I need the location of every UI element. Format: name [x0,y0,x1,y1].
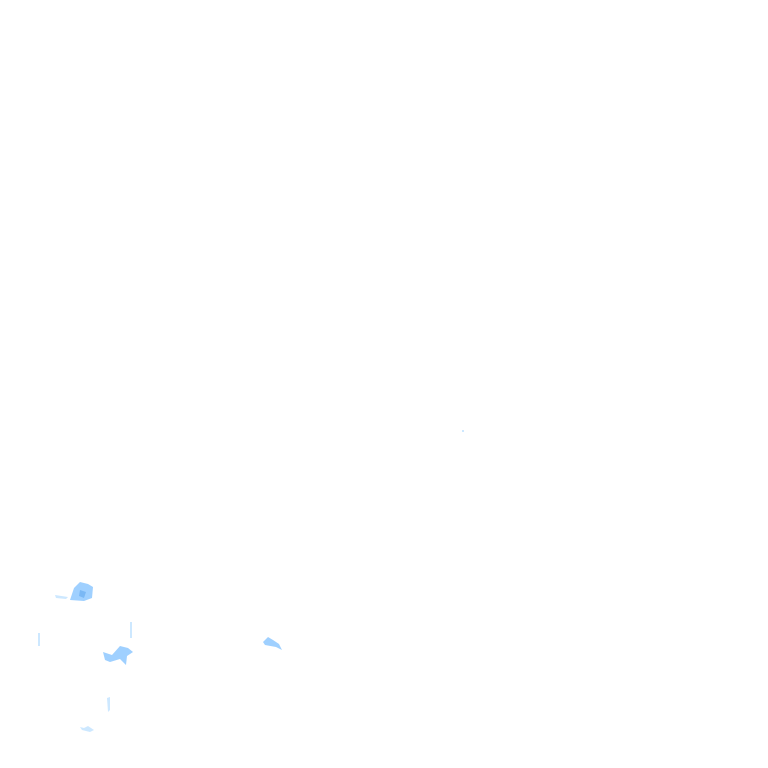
precipitation-cell [130,622,132,638]
precipitation-cell [55,595,68,599]
precipitation-cell [263,637,282,650]
precipitation-cell [462,430,464,432]
precipitation-cell [38,633,40,646]
precipitation-cell [103,646,133,665]
precipitation-cell [80,726,94,732]
precipitation-cell [107,697,110,712]
precipitation-cell [79,590,86,598]
